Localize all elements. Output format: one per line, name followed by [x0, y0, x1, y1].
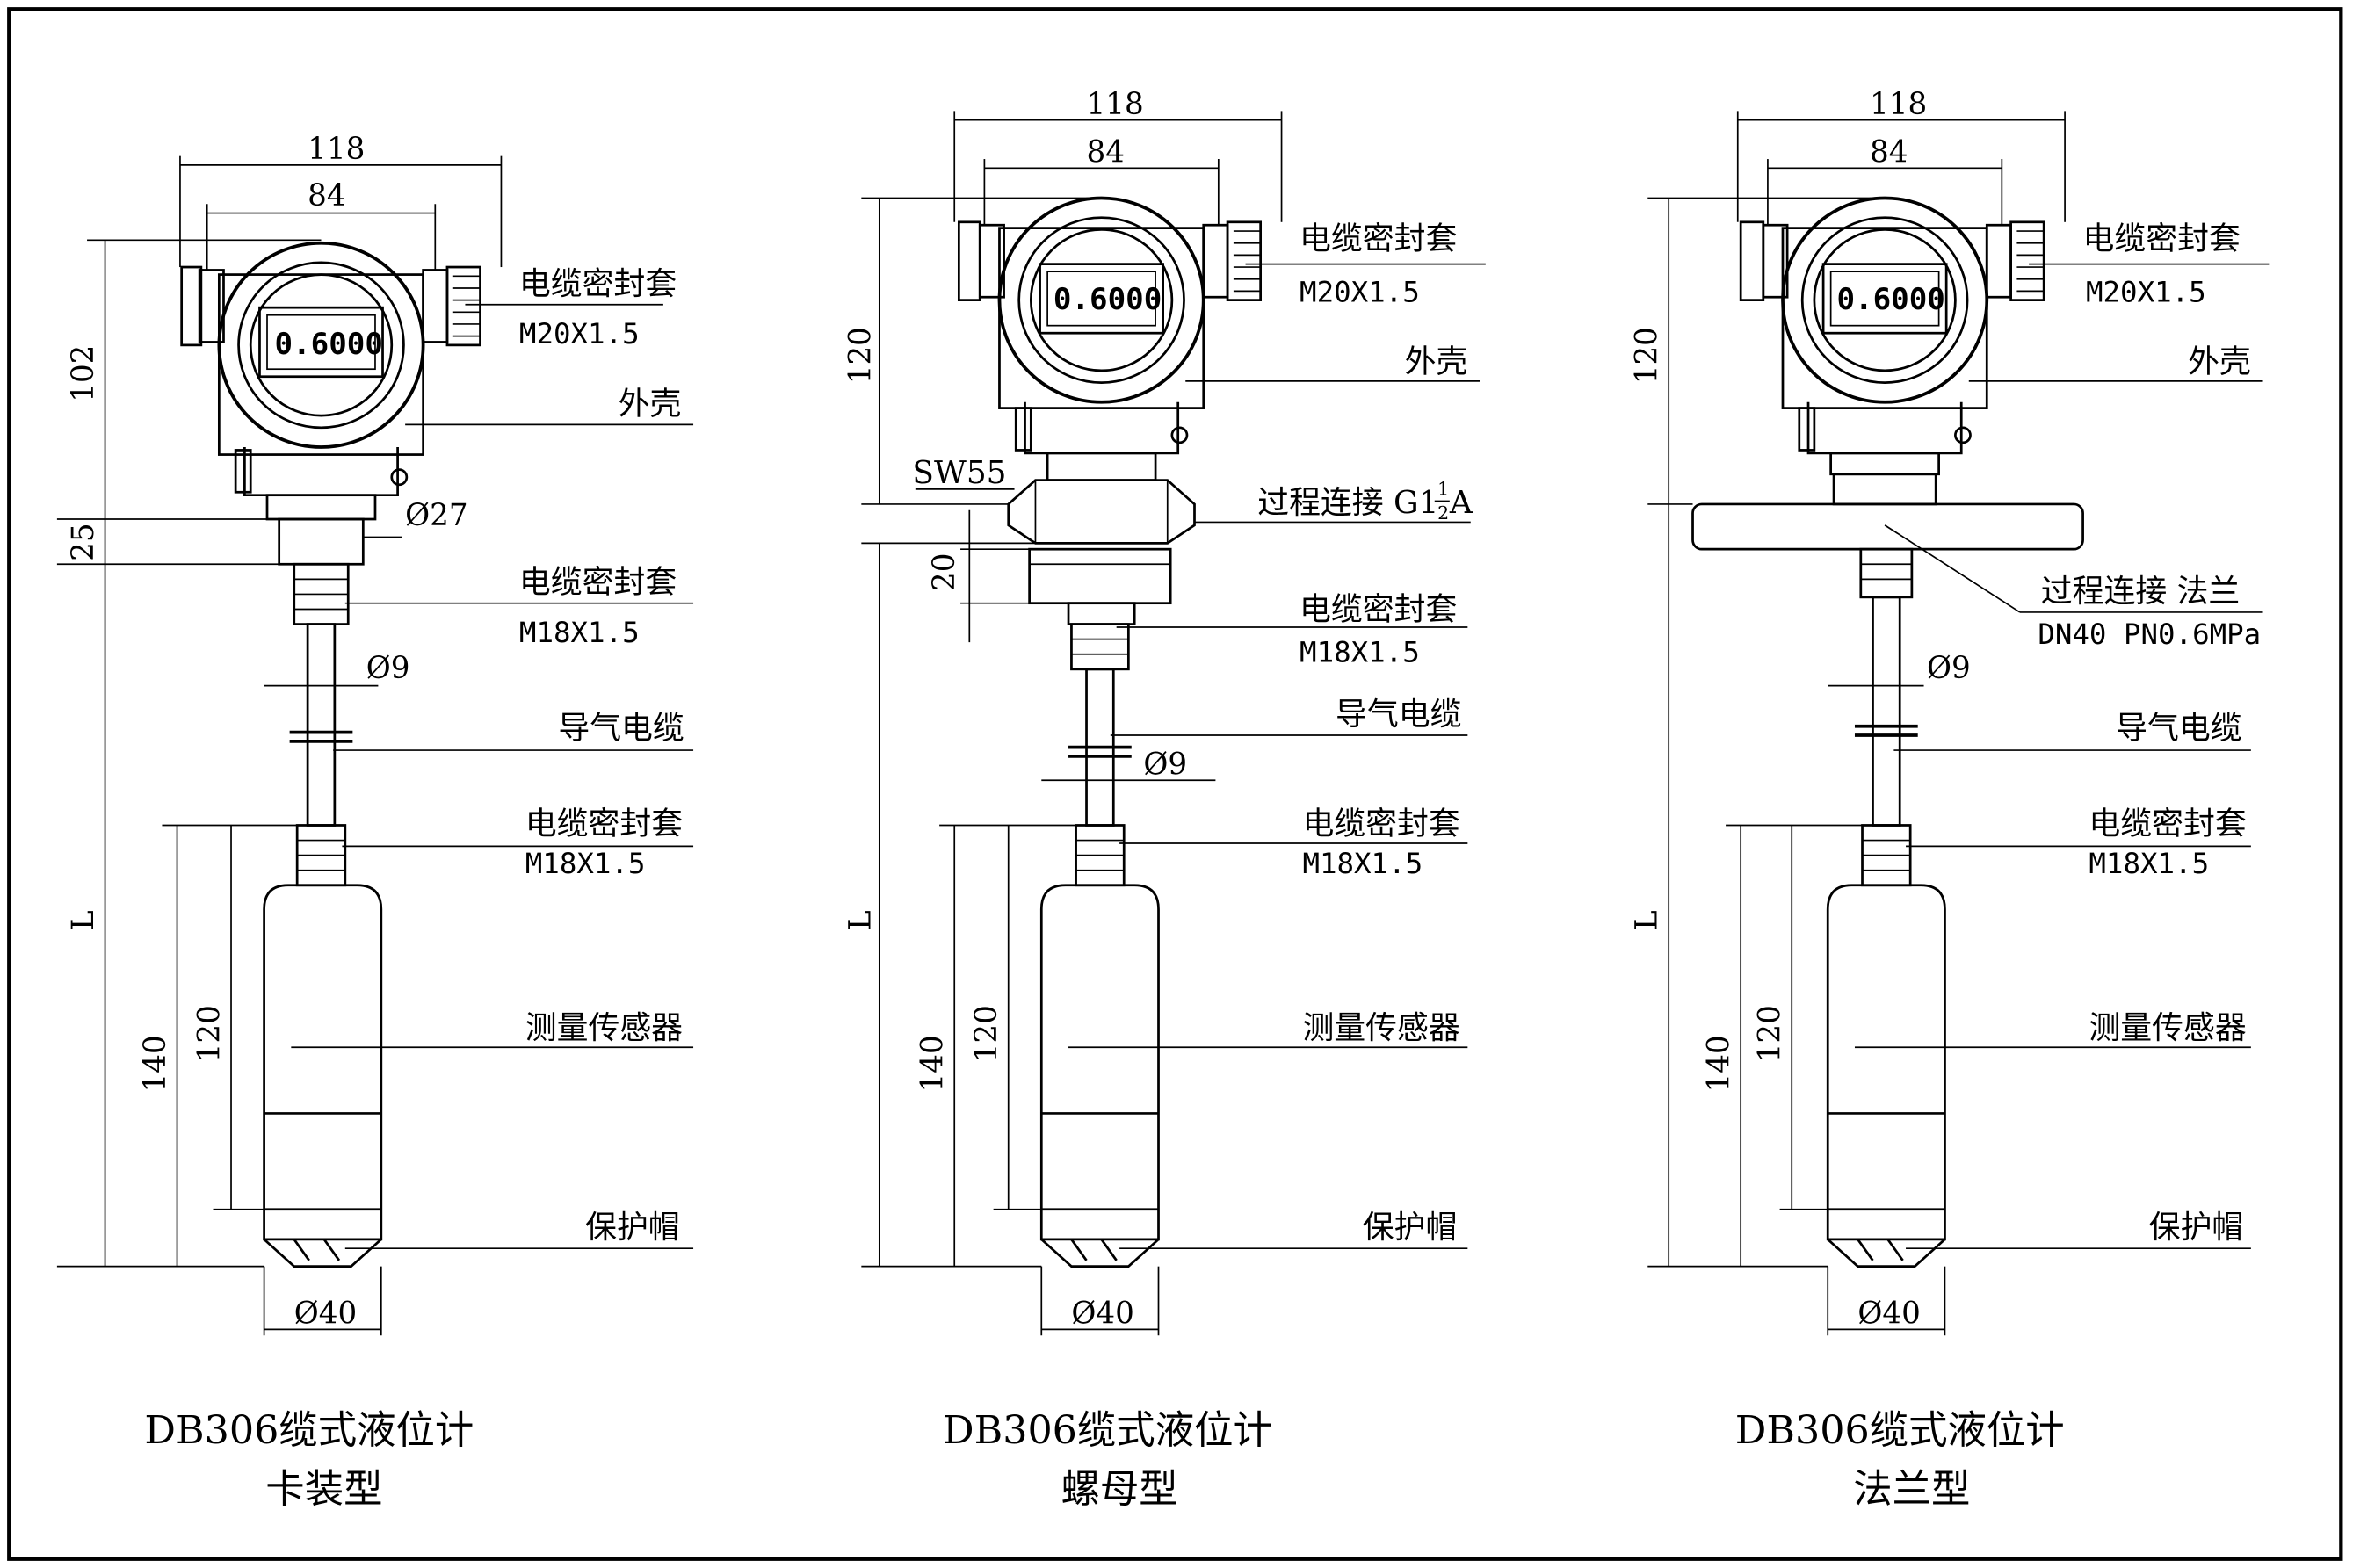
- dimension-lines: [861, 111, 1283, 1336]
- dimension-lines: [56, 155, 503, 1336]
- dim-width-inner: 84: [1870, 134, 1908, 170]
- label-gland-low: 电缆密封套: [1302, 806, 1459, 842]
- lcd-readout: 0.6000: [275, 327, 383, 362]
- fraction-num: 1: [1437, 479, 1449, 500]
- label-gland-top-spec: M20X1.5: [1300, 275, 1420, 308]
- dim-height-head: 102: [66, 345, 101, 402]
- housing-drawing: [1739, 196, 2045, 506]
- label-connection: 过程连接 法兰: [2041, 574, 2241, 610]
- dim-sensor-dia: Ø40: [1857, 1297, 1920, 1332]
- dim-L: L: [1630, 910, 1665, 930]
- dim-L: L: [843, 910, 879, 930]
- label-gland-low-spec: M18X1.5: [2089, 847, 2209, 880]
- probe-drawing: [1691, 502, 2084, 1268]
- label-cap: 保护帽: [585, 1210, 680, 1246]
- dim-sensor-dia: Ø40: [1071, 1297, 1133, 1332]
- caption-model: DB306缆式液位计: [144, 1408, 474, 1453]
- label-cable: 导气电缆: [1336, 697, 1461, 733]
- caption-type: 法兰型: [1853, 1467, 1970, 1512]
- dim-width-inner: 84: [308, 178, 345, 213]
- label-gland-top: 电缆密封套: [519, 266, 677, 302]
- label-gland-top-spec: M20X1.5: [519, 317, 640, 350]
- caption-model: DB306缆式液位计: [1735, 1408, 2065, 1453]
- dim-height-head: 120: [843, 327, 879, 384]
- dim-width-outer: 118: [1870, 87, 1927, 122]
- dimension-lines: [1647, 111, 2066, 1336]
- housing-drawing: [180, 241, 481, 566]
- label-sensor: 测量传感器: [1302, 1010, 1459, 1046]
- leader-lines: [915, 263, 1486, 1250]
- label-gland-low-spec: M18X1.5: [525, 847, 646, 880]
- dim-width-outer: 118: [1087, 87, 1144, 122]
- housing-drawing: [957, 196, 1263, 481]
- label-housing: 外壳: [2188, 344, 2251, 380]
- caption-model: DB306缆式液位计: [943, 1408, 1272, 1453]
- dim-sensor-total: 140: [1702, 1035, 1737, 1092]
- label-connection: 过程连接 G1: [1257, 485, 1438, 521]
- lcd-readout: 0.6000: [1836, 282, 1944, 317]
- dim-height-head: 120: [1630, 327, 1665, 384]
- lcd-readout: 0.6000: [1053, 282, 1162, 317]
- label-gland-mid-spec: M18X1.5: [519, 616, 640, 649]
- label-cable: 导气电缆: [2116, 710, 2241, 746]
- label-housing: 外壳: [1405, 344, 1468, 380]
- caption-type: 卡装型: [265, 1467, 382, 1512]
- label-gland-mid-spec: M18X1.5: [1300, 635, 1420, 668]
- label-gland-mid: 电缆密封套: [519, 565, 677, 601]
- label-cap: 保护帽: [2149, 1210, 2244, 1246]
- label-gland-low-spec: M18X1.5: [1302, 847, 1423, 880]
- sheet-border: [7, 7, 2343, 1561]
- fraction-half: 1 2: [1434, 479, 1450, 524]
- label-gland-low: 电缆密封套: [525, 806, 683, 842]
- variant-flange: 0.6000: [1630, 87, 2270, 1512]
- label-gland-low: 电缆密封套: [2089, 806, 2246, 842]
- label-sensor: 测量传感器: [2089, 1010, 2246, 1046]
- label-gland-top: 电缆密封套: [1300, 221, 1457, 257]
- dim-L: L: [66, 910, 101, 930]
- dim-cable-dia: Ø9: [366, 651, 410, 686]
- dim-cable-dia: Ø9: [1927, 651, 1971, 686]
- leader-lines: [1854, 263, 2270, 1250]
- dim-width-outer: 118: [308, 132, 365, 167]
- dim-sensor-body: 120: [969, 1005, 1004, 1062]
- label-gland-top-spec: M20X1.5: [2086, 275, 2206, 308]
- dim-neck: 25: [66, 523, 101, 560]
- label-sw: SW55: [912, 455, 1006, 491]
- dim-cable-dia: Ø9: [1143, 747, 1187, 782]
- label-housing: 外壳: [619, 386, 682, 422]
- dim-sensor-body: 120: [192, 1005, 227, 1062]
- dim-sensor-body: 120: [1753, 1005, 1788, 1062]
- label-gland-top: 电缆密封套: [2083, 221, 2241, 257]
- label-cable: 导气电缆: [558, 710, 684, 746]
- label-cap: 保护帽: [1363, 1210, 1458, 1246]
- dim-thread-len: 20: [927, 553, 962, 591]
- label-sensor: 测量传感器: [525, 1010, 683, 1046]
- dim-sensor-total: 140: [138, 1035, 173, 1092]
- dim-sensor-total: 140: [916, 1035, 951, 1092]
- probe-drawing: [1007, 479, 1196, 1268]
- dim-sensor-dia: Ø40: [294, 1297, 357, 1332]
- variant-nut: 0.6000: [843, 87, 1486, 1512]
- label-gland-mid: 电缆密封套: [1300, 591, 1457, 627]
- caption-type: 螺母型: [1061, 1467, 1178, 1512]
- probe-drawing: [263, 562, 383, 1268]
- dim-width-inner: 84: [1087, 134, 1125, 170]
- label-connection-spec: DN40 PN0.6MPa: [2038, 618, 2261, 651]
- variant-clamp: 0.6000: [56, 132, 694, 1512]
- fraction-den: 2: [1437, 502, 1449, 524]
- label-connection-spec: A: [1449, 485, 1473, 521]
- leader-lines: [291, 303, 694, 1250]
- dim-neck-dia: Ø27: [405, 498, 467, 533]
